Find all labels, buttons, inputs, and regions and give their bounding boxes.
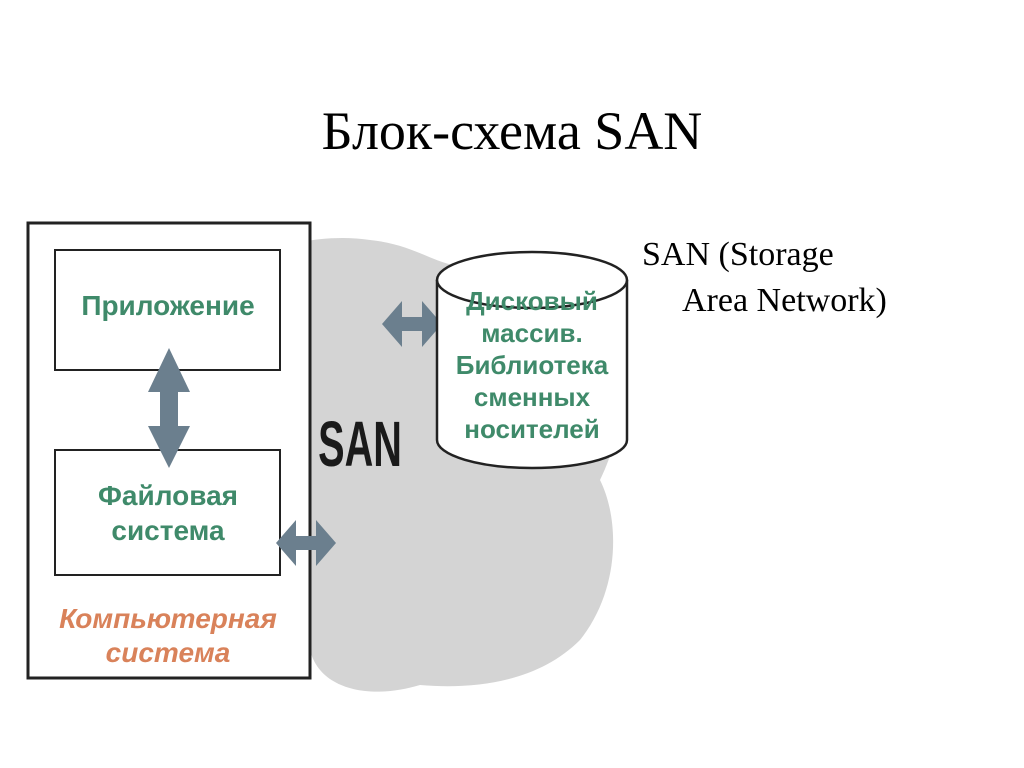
filesystem-label-line2: система bbox=[111, 515, 225, 546]
filesystem-box bbox=[54, 449, 281, 576]
storage-label-line5: носителей bbox=[464, 414, 600, 444]
application-box bbox=[54, 249, 281, 371]
application-label: Приложение bbox=[81, 290, 254, 321]
bullet-line-1: SAN (Storage bbox=[642, 236, 834, 273]
storage-label-line4: сменных bbox=[474, 382, 591, 412]
bullet-line-2: Area Network) bbox=[682, 282, 887, 319]
slide-title: Блок-схема SAN bbox=[321, 101, 703, 161]
fs-san-arrow bbox=[276, 520, 336, 566]
bullet-text: SAN (Storage Area Network) bbox=[642, 232, 1012, 324]
san-label: SAN bbox=[318, 410, 402, 481]
storage-label-line3: Библиотека bbox=[456, 350, 609, 380]
computer-system-label-line1: Компьютерная bbox=[59, 603, 277, 634]
app-fs-arrow bbox=[148, 348, 190, 468]
san-storage-arrow bbox=[382, 301, 442, 347]
computer-system-label-line2: система bbox=[106, 637, 231, 668]
filesystem-label-line1: Файловая bbox=[98, 480, 238, 511]
storage-label-line2: массив. bbox=[481, 318, 582, 348]
storage-cylinder bbox=[435, 250, 629, 470]
storage-label-line1: Дисковый bbox=[466, 286, 598, 316]
